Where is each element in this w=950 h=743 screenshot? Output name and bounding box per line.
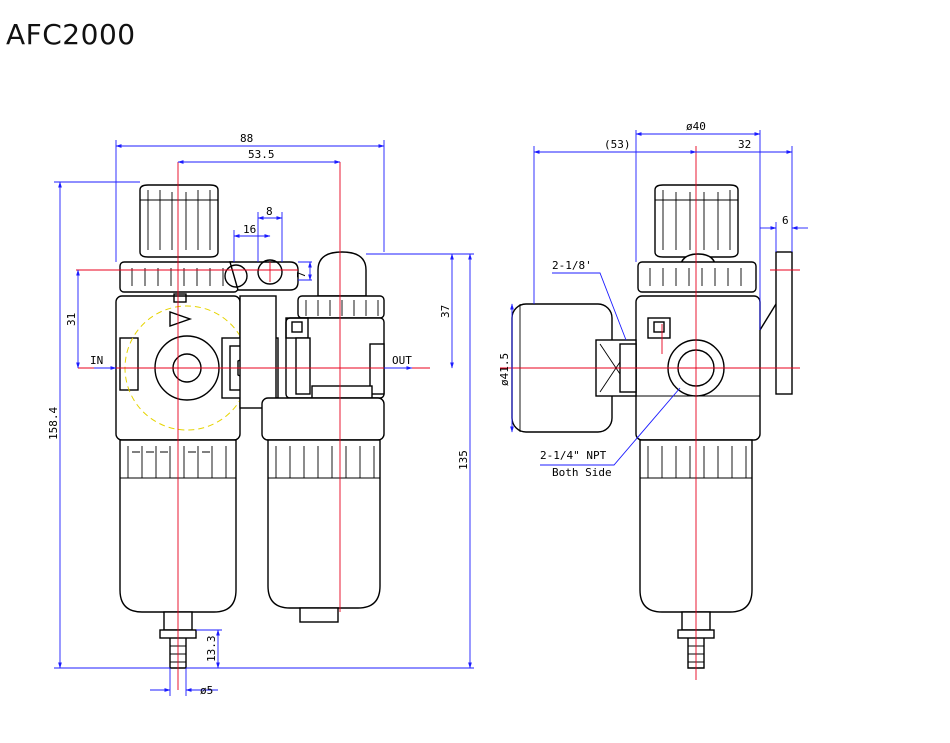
lubricator-dome [317,251,367,297]
regulator-bonnet [119,261,239,293]
side-knob [654,184,739,258]
dim-lubricator-total-label: 135 [457,450,470,470]
mounting-bracket [759,251,793,395]
dim-gauge-port-label: 8 [266,205,273,218]
side-dimension-lines [510,130,808,466]
dim-drain-length-label: 13.3 [205,636,218,663]
dim-gauge-height-label: 7 [295,271,308,278]
gauge-port-label: 2-1/8' [552,259,592,272]
dim-gauge-offset-label: 16 [243,223,256,236]
dim-overall-height-label: 158.4 [47,407,60,440]
center-lines [76,162,430,690]
side-center-lines [500,146,800,680]
dim-gauge-extent-label: (53) [604,138,631,151]
gauge-port [224,259,299,291]
lubricator-body [261,295,385,441]
dim-drain-diameter-label: ø5 [200,684,213,697]
both-side-label: Both Side [552,466,612,479]
dim-body-diameter-label: ø40 [686,120,706,133]
side-view: ø40 (53) 32 6 ø41.5 2-1/8' 2-1/4" NPT Bo… [498,120,808,680]
connector-bridge [239,295,277,409]
page-title: AFC2000 [6,18,136,51]
front-view: 88 53.5 8 16 7 31 37 158.4 135 13.3 ø5 I… [47,132,474,697]
dim-gauge-diameter-label: ø41.5 [498,353,511,386]
side-bonnet [637,261,757,293]
regulator-knob [139,184,219,258]
dim-lubricator-height-label: 37 [439,305,452,318]
dimension-lines [54,140,474,696]
main-port-label: 2-1/4" NPT [540,449,607,462]
dim-overall-width-label: 88 [240,132,253,145]
outlet-label: OUT [392,354,412,367]
dim-bracket-offset-label: 32 [738,138,751,151]
inlet-label: IN [90,354,103,367]
dim-bracket-thickness-label: 6 [782,214,789,227]
dim-regulator-height-label: 31 [65,313,78,326]
dim-center-distance-label: 53.5 [248,148,275,161]
lubricator-bowl [267,439,381,623]
